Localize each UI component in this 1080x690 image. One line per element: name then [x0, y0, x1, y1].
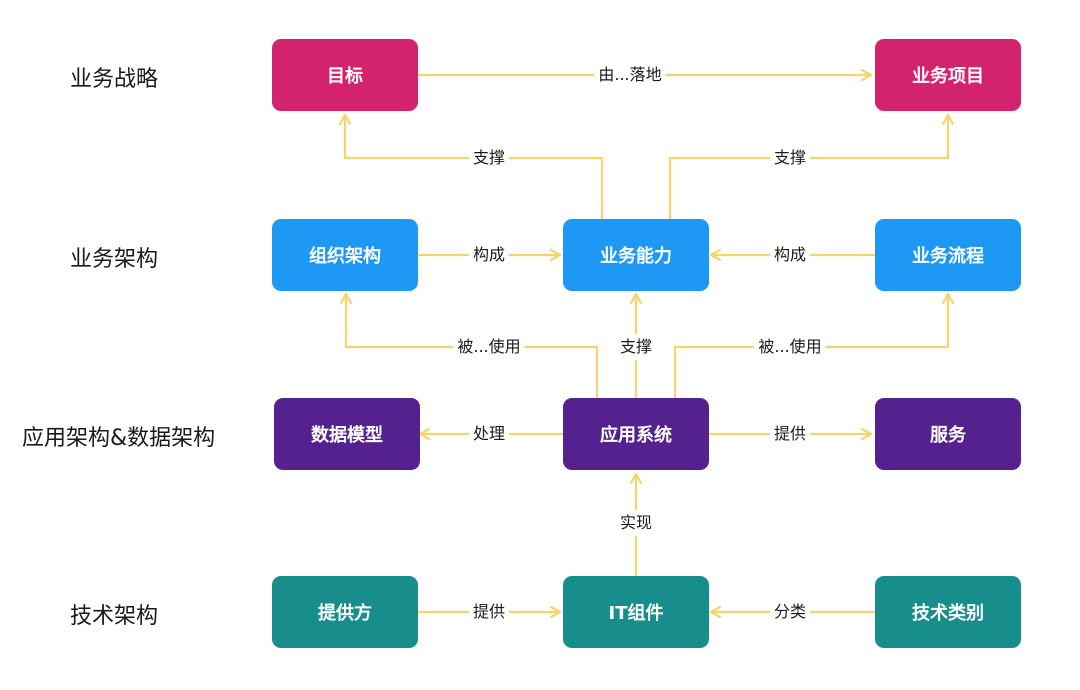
layer-label-application: 应用架构&数据架构	[22, 426, 216, 451]
node-business-capability[interactable]: 业务能力	[563, 219, 709, 291]
edge-label-realized-by: 由...落地	[594, 62, 666, 88]
edge-label-provide-component: 提供	[468, 599, 510, 625]
edge-label-classify: 分类	[769, 599, 811, 625]
edge-label-process: 处理	[468, 421, 510, 447]
node-provider[interactable]: 提供方	[272, 576, 418, 648]
node-service[interactable]: 服务	[875, 398, 1021, 470]
node-org-structure[interactable]: 组织架构	[272, 219, 418, 291]
edge-label-used-by-left: 被...使用	[453, 334, 525, 360]
node-application-system[interactable]: 应用系统	[563, 398, 709, 470]
edge-label-compose-left: 构成	[468, 242, 510, 268]
node-goal[interactable]: 目标	[272, 39, 418, 111]
layer-label-technology: 技术架构	[70, 604, 159, 629]
node-data-model[interactable]: 数据模型	[274, 398, 420, 470]
edge-label-support-right: 支撑	[769, 145, 811, 171]
node-business-process[interactable]: 业务流程	[875, 219, 1021, 291]
node-it-component[interactable]: IT组件	[563, 576, 709, 648]
layer-label-business: 业务架构	[70, 247, 159, 272]
edge-label-implement: 实现	[615, 510, 657, 536]
edge-label-used-by-right: 被...使用	[754, 334, 826, 360]
edge-label-support-left: 支撑	[468, 145, 510, 171]
layer-label-strategy: 业务战略	[70, 67, 159, 92]
edge-label-provide-service: 提供	[769, 421, 811, 447]
edge-label-support-center: 支撑	[615, 334, 657, 360]
edge-label-compose-right: 构成	[769, 242, 811, 268]
node-tech-category[interactable]: 技术类别	[875, 576, 1021, 648]
node-business-project[interactable]: 业务项目	[875, 39, 1021, 111]
